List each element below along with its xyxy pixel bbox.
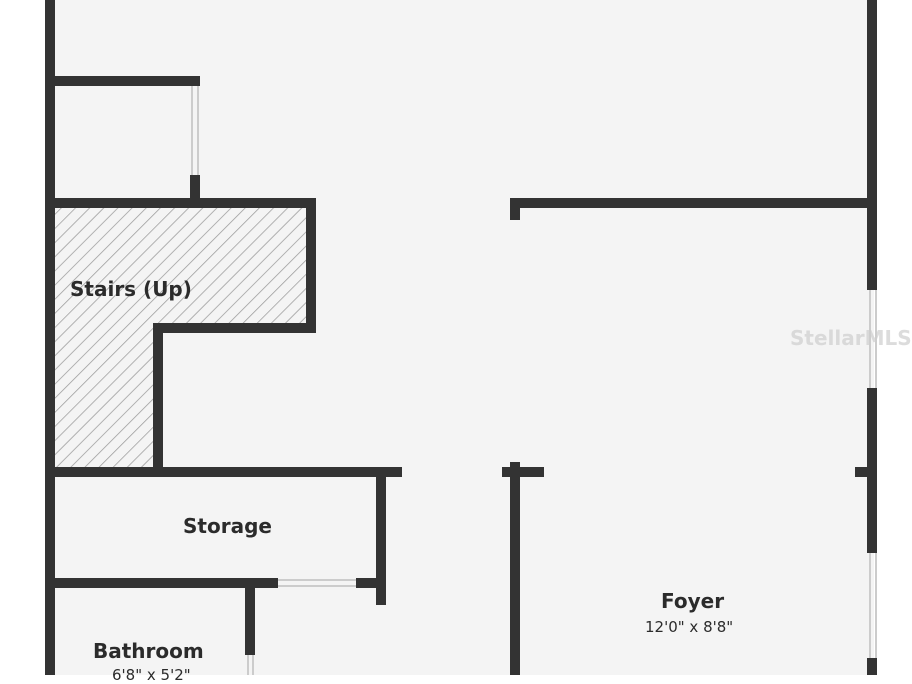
foyer-right-jamb [855,467,875,477]
storage-top-wall [45,467,402,477]
watermark-logo: StellarMLS [790,326,912,350]
foyer-left-jamb [502,467,544,477]
right-exterior-wall-lower [867,658,877,675]
upper-divider-wall [510,198,872,208]
storage-right-wall [376,467,386,605]
foyer-dimensions: 12'0" x 8'8" [645,618,734,636]
foyer-left-wall [510,462,520,675]
stairs-step-wall [153,323,316,333]
storage-label: Storage [183,514,272,538]
floor-area [48,0,874,675]
right-exterior-wall-upper [867,0,877,290]
walls [45,0,877,675]
left-exterior-wall [45,0,55,675]
storage-bottom-wall [45,578,278,588]
stairs-lower-wall [153,323,163,475]
small-room-door-jamb [190,175,200,202]
windows [191,86,877,675]
stairs-top-wall [45,198,316,208]
floor-plan: Stairs (Up) Storage Bathroom 6'8" x 5'2"… [45,0,912,684]
small-room-top-wall [45,76,200,86]
bathroom-label: Bathroom [93,639,204,663]
stairs-area [54,207,312,468]
stairs-label: Stairs (Up) [70,277,192,301]
bathroom-right-wall [245,578,255,655]
foyer-label: Foyer [661,589,725,613]
storage-door-jamb [356,578,386,588]
upper-divider-stub [510,198,520,220]
stairs-right-wall [306,198,316,333]
bathroom-dimensions: 6'8" x 5'2" [112,666,191,684]
floor-plan-drawing [45,0,877,675]
